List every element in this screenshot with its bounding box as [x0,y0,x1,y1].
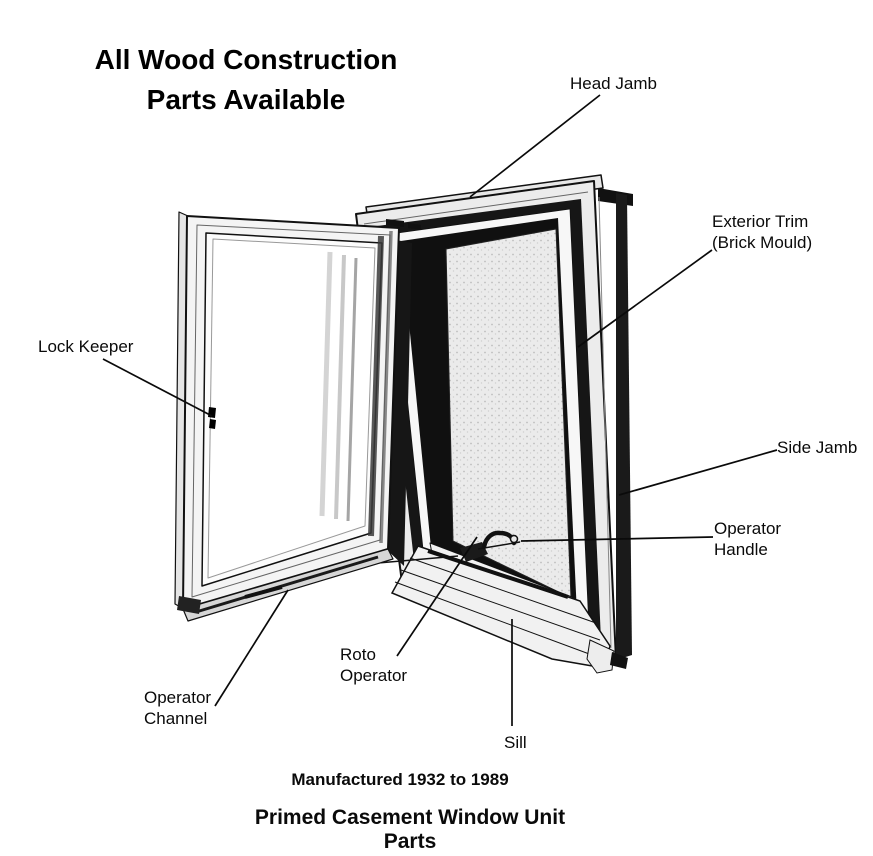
sill-groove [427,549,569,599]
roto-operator-part [460,542,488,562]
lock-keeper-upper [208,407,216,418]
sash-bottom-corner-dark [177,596,201,614]
label-exterior-trim: Exterior Trim (Brick Mould) [712,211,812,253]
open-sash [174,211,412,622]
sill-assembly [390,545,628,674]
lock-keeper-lower [209,419,216,429]
sill-line-3 [394,581,593,656]
sash-glass [207,238,376,579]
manufactured-date-text: Manufactured 1932 to 1989 [291,770,509,789]
trim-right-profile-line [598,196,612,649]
leader-exterior-trim [577,249,713,348]
leader-operator-channel [214,589,289,707]
glass-streak-2 [334,254,346,520]
label-operator-channel-line-1: Operator [144,688,212,707]
leader-lock-keeper [102,358,213,417]
glass-streak-3 [346,257,358,522]
sill-nose-profile [586,639,615,674]
screen-panel [445,228,572,599]
leader-lines [102,94,778,726]
frame-top-tab [598,188,633,206]
side-jamb-part [616,193,632,660]
stile-streak-1 [368,235,384,537]
label-head-jamb: Head Jamb [570,74,657,93]
label-operator-channel-line-2: Channel [144,709,208,728]
glass-streak-1 [319,251,333,517]
leader-roto-operator [396,536,478,657]
sill-line-1 [409,557,597,624]
label-lock-keeper: Lock Keeper [38,337,134,356]
label-exterior-trim-line-1: Exterior Trim [712,212,809,231]
product-title-text: Primed Casement Window Unit Parts [254,806,566,853]
stile-streak-2 [379,230,393,544]
label-operator-handle-line-1: Operator [714,519,782,538]
label-side-jamb: Side Jamb [777,438,858,457]
operator-handle-knob [509,534,519,544]
sash-bottom-dash [244,585,283,599]
sash-gap-shadow [386,240,412,566]
diagram-title: All Wood Construction Parts Available [60,40,432,120]
label-roto-operator-line-1: Roto [340,645,376,664]
sill-right-tab [610,652,628,669]
trim-profile-line [363,191,589,225]
title-line-2: Parts Available [146,84,346,115]
label-operator-handle-line-2: Handle [714,540,768,559]
label-operator-channel: Operator Channel [144,687,211,729]
operator-channel-part [195,555,379,614]
title-line-1: All Wood Construction [94,44,398,75]
label-operator-handle: Operator Handle [714,518,781,560]
leader-head-jamb [469,94,601,198]
leader-side-jamb [618,449,778,496]
sill-line-2 [400,569,601,641]
label-exterior-trim-line-2: (Brick Mould) [712,233,813,252]
leader-operator-handle [520,536,714,542]
label-roto-operator-line-2: Operator [340,666,408,685]
hinge-mark-top-1 [386,219,404,227]
label-sill: Sill [504,733,527,752]
hinge-mark-top-2 [408,223,421,230]
label-roto-operator: Roto Operator [340,644,407,686]
